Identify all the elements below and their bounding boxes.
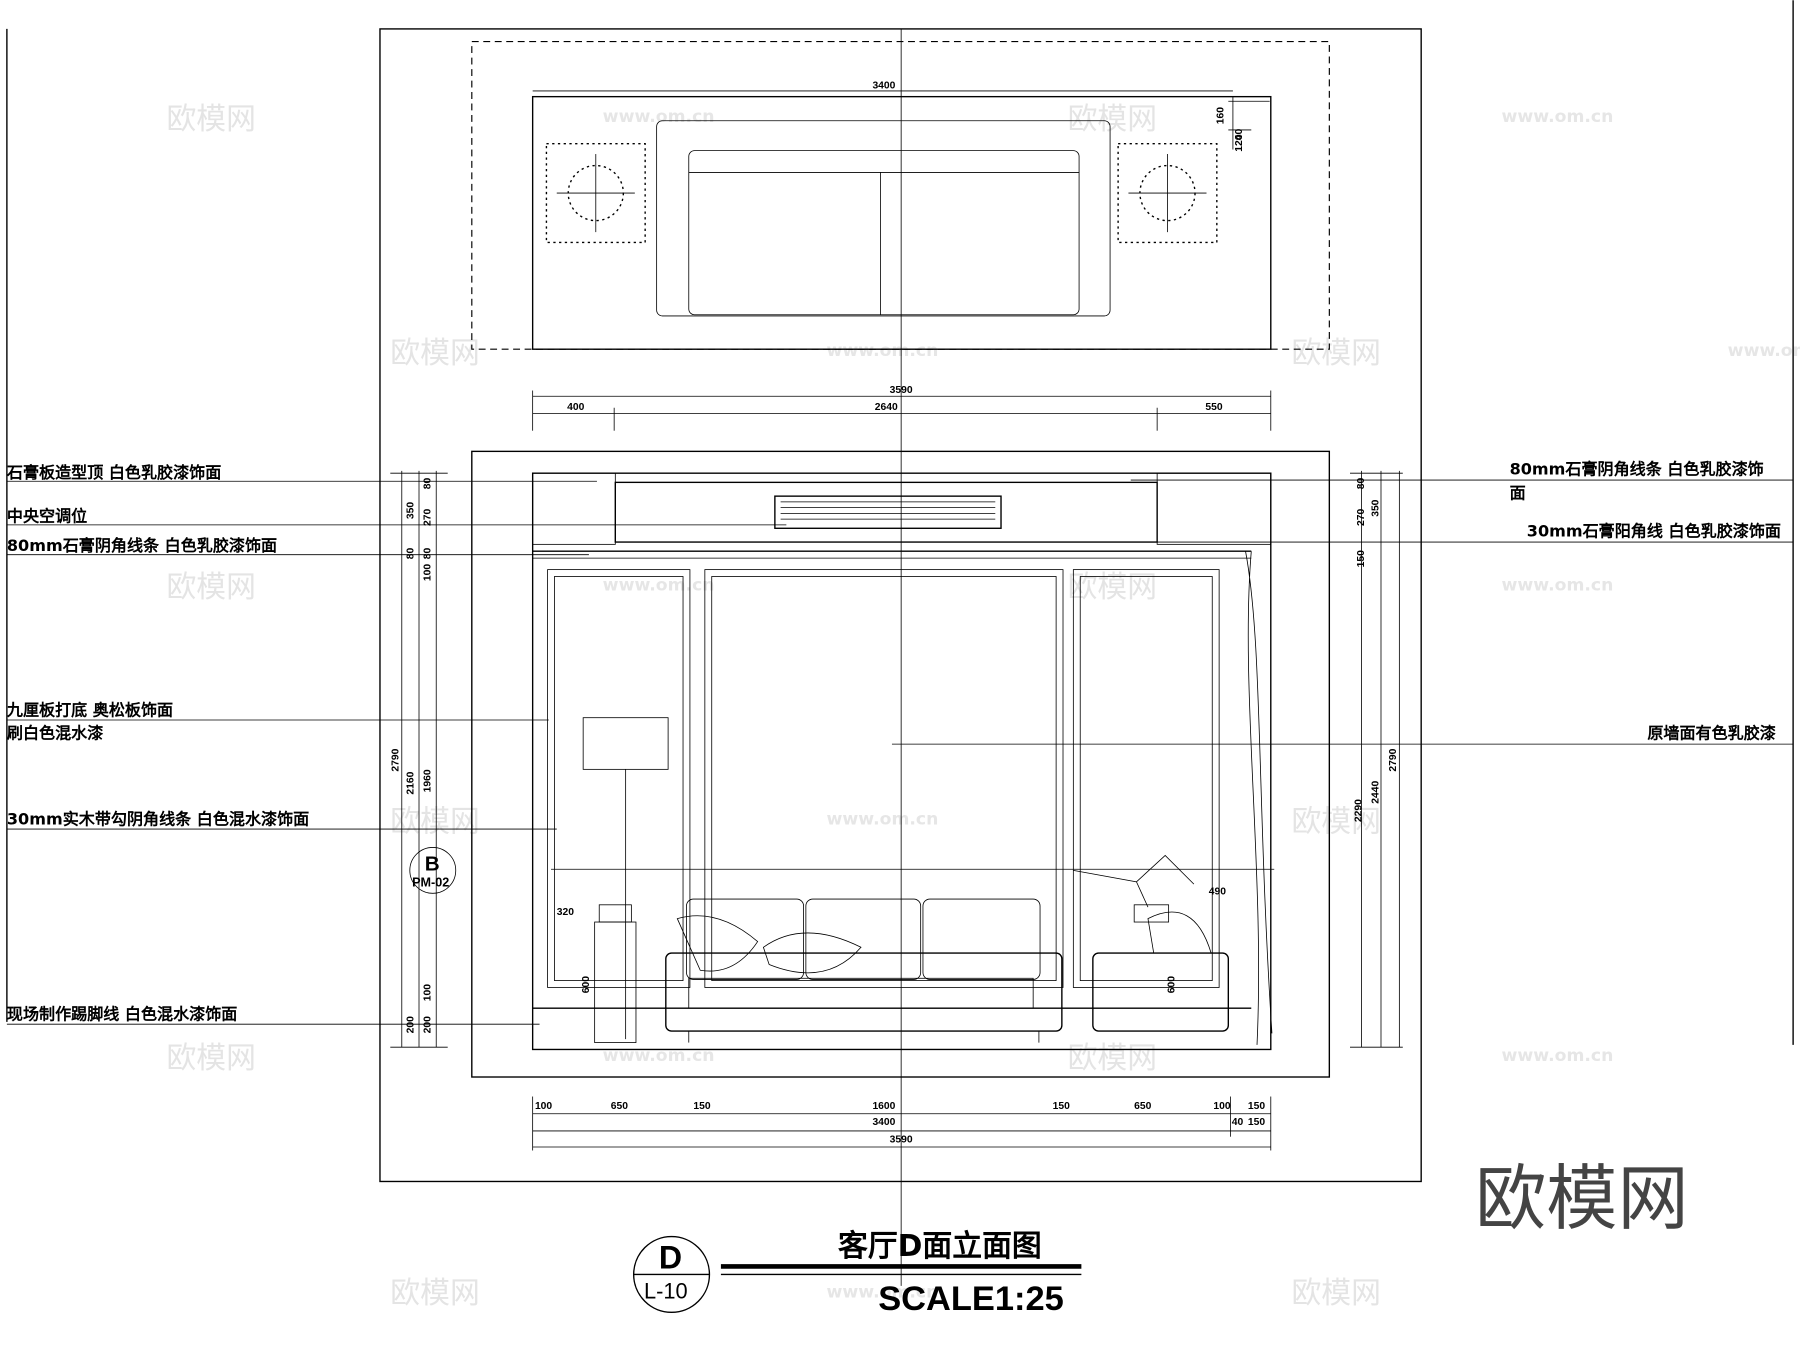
watermark-logo: 欧模网: [1291, 804, 1380, 839]
drawing-title: 客厅D面立面图: [838, 1229, 1042, 1264]
dim-left: 80: [422, 548, 433, 560]
dim-left: 100: [422, 564, 433, 581]
dim-bottom: 100: [1213, 1101, 1230, 1112]
frame: [6, 0, 1794, 1286]
dim-right: 80: [1356, 478, 1367, 490]
section-ref: PM-02: [412, 875, 449, 889]
dim-left: 1960: [422, 769, 433, 792]
watermark-url: www.om.cn: [1502, 107, 1614, 127]
watermark-url: www.om.cn: [603, 1046, 715, 1066]
dim-misc: 320: [557, 907, 574, 918]
annotation-label: 九厘板打底 奥松板饰面: [6, 700, 173, 719]
dim-plan-width: 3400: [872, 81, 895, 92]
annotation-label: 原墙面有色乳胶漆: [1647, 723, 1776, 742]
dim-top-c: 550: [1205, 402, 1222, 413]
dim-top-a: 400: [567, 402, 584, 413]
watermark-logo: 欧模网: [1068, 570, 1157, 605]
watermark-logo: 欧模网: [390, 1276, 479, 1311]
annotation-label: 面: [1510, 483, 1526, 502]
left-dimensions: 350 80 270 80 80 100 2790 2160 1960 100 …: [390, 470, 448, 1048]
annotation-label: 刷白色混水漆: [7, 723, 103, 742]
dim-right: 2290: [1353, 799, 1364, 822]
section-mark: B PM-02: [409, 847, 457, 894]
title-symbol-letter: D: [659, 1240, 682, 1276]
watermark-logo: 欧模网: [1291, 1276, 1380, 1311]
annotation-label: 中央空调位: [7, 506, 87, 525]
dim-top-total: 3590: [890, 385, 913, 396]
dim-left: 80: [405, 548, 416, 560]
dim-top-b: 2640: [875, 402, 898, 413]
watermark-url: www.om.cn: [603, 107, 715, 127]
title-block: D L-10 客厅D面立面图 SCALE1:25: [632, 1229, 1082, 1318]
watermark-logo: 欧模网: [1291, 336, 1380, 371]
right-dimensions: 80 270 350 150 2290 2440 2790: [1350, 470, 1403, 1048]
annotation-label: 80mm石膏阴角线条 白色乳胶漆饰面: [7, 536, 277, 555]
drawing-scale: SCALE1:25: [878, 1280, 1064, 1318]
dim-left: 200: [422, 1016, 433, 1033]
dim-bottom: 100: [535, 1101, 552, 1112]
watermark-url: www.om.cn: [827, 809, 939, 829]
watermark-url: www.om.cn: [1728, 341, 1800, 361]
dim-left: 100: [422, 984, 433, 1001]
bottom-dimensions: 100 650 150 1600 150 650 100 150 3400 40…: [532, 1096, 1272, 1151]
top-dimensions: 3590 400 2640 550: [532, 385, 1272, 431]
annotation-label: 80mm石膏阴角线条 白色乳胶漆饰: [1510, 459, 1764, 478]
watermark-url: www.om.cn: [1502, 1046, 1614, 1066]
watermark-url: www.om.cn: [1502, 575, 1614, 595]
dim-misc: 490: [1209, 886, 1226, 897]
dim-bottom: 150: [1248, 1101, 1265, 1112]
dim-left: 350: [405, 502, 416, 519]
dim-bottom-total: 3590: [890, 1134, 913, 1145]
dim-left: 80: [422, 478, 433, 490]
dim-bottom-mid: 3400: [872, 1117, 895, 1128]
section-letter: B: [425, 852, 440, 875]
watermark-url: www.om.cn: [827, 341, 939, 361]
watermark-logo: 欧模网: [390, 336, 479, 371]
annotation-label: 30mm石膏阳角线 白色乳胶漆饰面: [1527, 521, 1781, 540]
watermark-url: www.om.cn: [827, 1282, 939, 1302]
watermarks: 欧模网 欧模网 欧模网 欧模网 欧模网 欧模网 欧模网 欧模网 欧模网 欧模网 …: [166, 102, 1800, 1311]
dim-bottom: 650: [611, 1101, 628, 1112]
dim-bottom: 1600: [872, 1101, 895, 1112]
dim-misc: 600: [581, 976, 592, 993]
watermark-logo: 欧模网: [1068, 102, 1157, 137]
dim-right: 2440: [1371, 781, 1382, 804]
watermark-logo: 欧模网: [166, 102, 255, 137]
watermark-url: www.om.cn: [603, 575, 715, 595]
dim-right: 150: [1356, 550, 1367, 567]
ceiling-plan: 3400 160 40 120: [471, 40, 1330, 350]
annotation-label: 石膏板造型顶 白色乳胶漆饰面: [6, 463, 221, 482]
dim-left: 2160: [405, 771, 416, 794]
watermark-logo: 欧模网: [390, 804, 479, 839]
annotation-label: 30mm实木带勾阴角线条 白色混水漆饰面: [7, 809, 309, 828]
title-symbol-ref: L-10: [644, 1279, 688, 1304]
dim-plan-r3: 120: [1234, 134, 1245, 151]
dim-left: 2790: [390, 748, 401, 771]
watermark-logo: 欧模网: [166, 570, 255, 605]
dim-bottom: 650: [1134, 1101, 1151, 1112]
dim-left: 270: [422, 508, 433, 525]
dim-plan-r1: 160: [1216, 107, 1227, 124]
dim-misc: 600: [1166, 976, 1177, 993]
dim-plan-r2: 40: [1234, 129, 1245, 141]
dim-right: 2790: [1388, 748, 1399, 771]
dim-right: 350: [1371, 499, 1382, 516]
left-annotations: 石膏板造型顶 白色乳胶漆饰面 中央空调位 80mm石膏阴角线条 白色乳胶漆饰面 …: [6, 463, 309, 1024]
elevation: [6, 450, 1794, 1078]
watermark-logo-large: 欧模网: [1475, 1157, 1688, 1240]
right-annotations: 80mm石膏阴角线条 白色乳胶漆饰 面 30mm石膏阳角线 白色乳胶漆饰面 原墙…: [1510, 459, 1781, 742]
dim-bottom: 150: [693, 1101, 710, 1112]
dim-right: 270: [1356, 508, 1367, 525]
dim-left: 200: [405, 1016, 416, 1033]
dim-bottom-mid-a: 40: [1232, 1117, 1244, 1128]
dim-bottom-mid-b: 150: [1248, 1117, 1265, 1128]
watermark-logo: 欧模网: [166, 1041, 255, 1076]
dim-bottom: 150: [1053, 1101, 1070, 1112]
annotation-label: 现场制作踢脚线 白色混水漆饰面: [7, 1005, 237, 1024]
watermark-logo: 欧模网: [1068, 1041, 1157, 1076]
